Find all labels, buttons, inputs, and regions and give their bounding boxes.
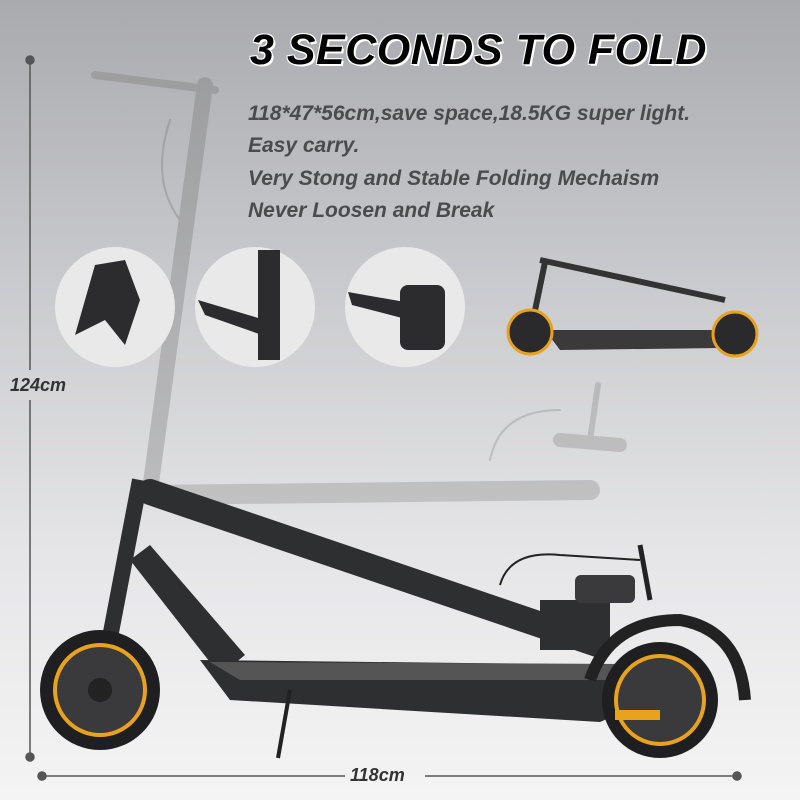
description-line-3: Very Stong and Stable Folding Mechaism	[248, 167, 660, 190]
height-dimension-line	[25, 55, 35, 762]
height-label: 124cm	[10, 375, 67, 395]
fold-detail-inset-1	[55, 247, 175, 367]
description-line-1: 118*47*56cm,save space,18.5KG super ligh…	[248, 102, 691, 125]
description-line-2: Easy carry.	[248, 134, 360, 157]
main-scooter	[40, 478, 751, 759]
length-dimension-line	[37, 771, 742, 781]
fold-detail-inset-2	[195, 247, 315, 367]
ghost-upright-stem	[91, 71, 219, 498]
headline: 3 SECONDS TO FOLD	[250, 26, 707, 74]
fold-detail-inset-3	[345, 247, 465, 367]
length-label: 118cm	[350, 765, 405, 785]
description-line-4: Never Loosen and Break	[248, 199, 495, 222]
front-wheel	[40, 630, 160, 750]
rear-wheel	[584, 613, 751, 758]
ghost-folded-stem	[140, 382, 627, 505]
small-folded-scooter	[506, 257, 759, 358]
